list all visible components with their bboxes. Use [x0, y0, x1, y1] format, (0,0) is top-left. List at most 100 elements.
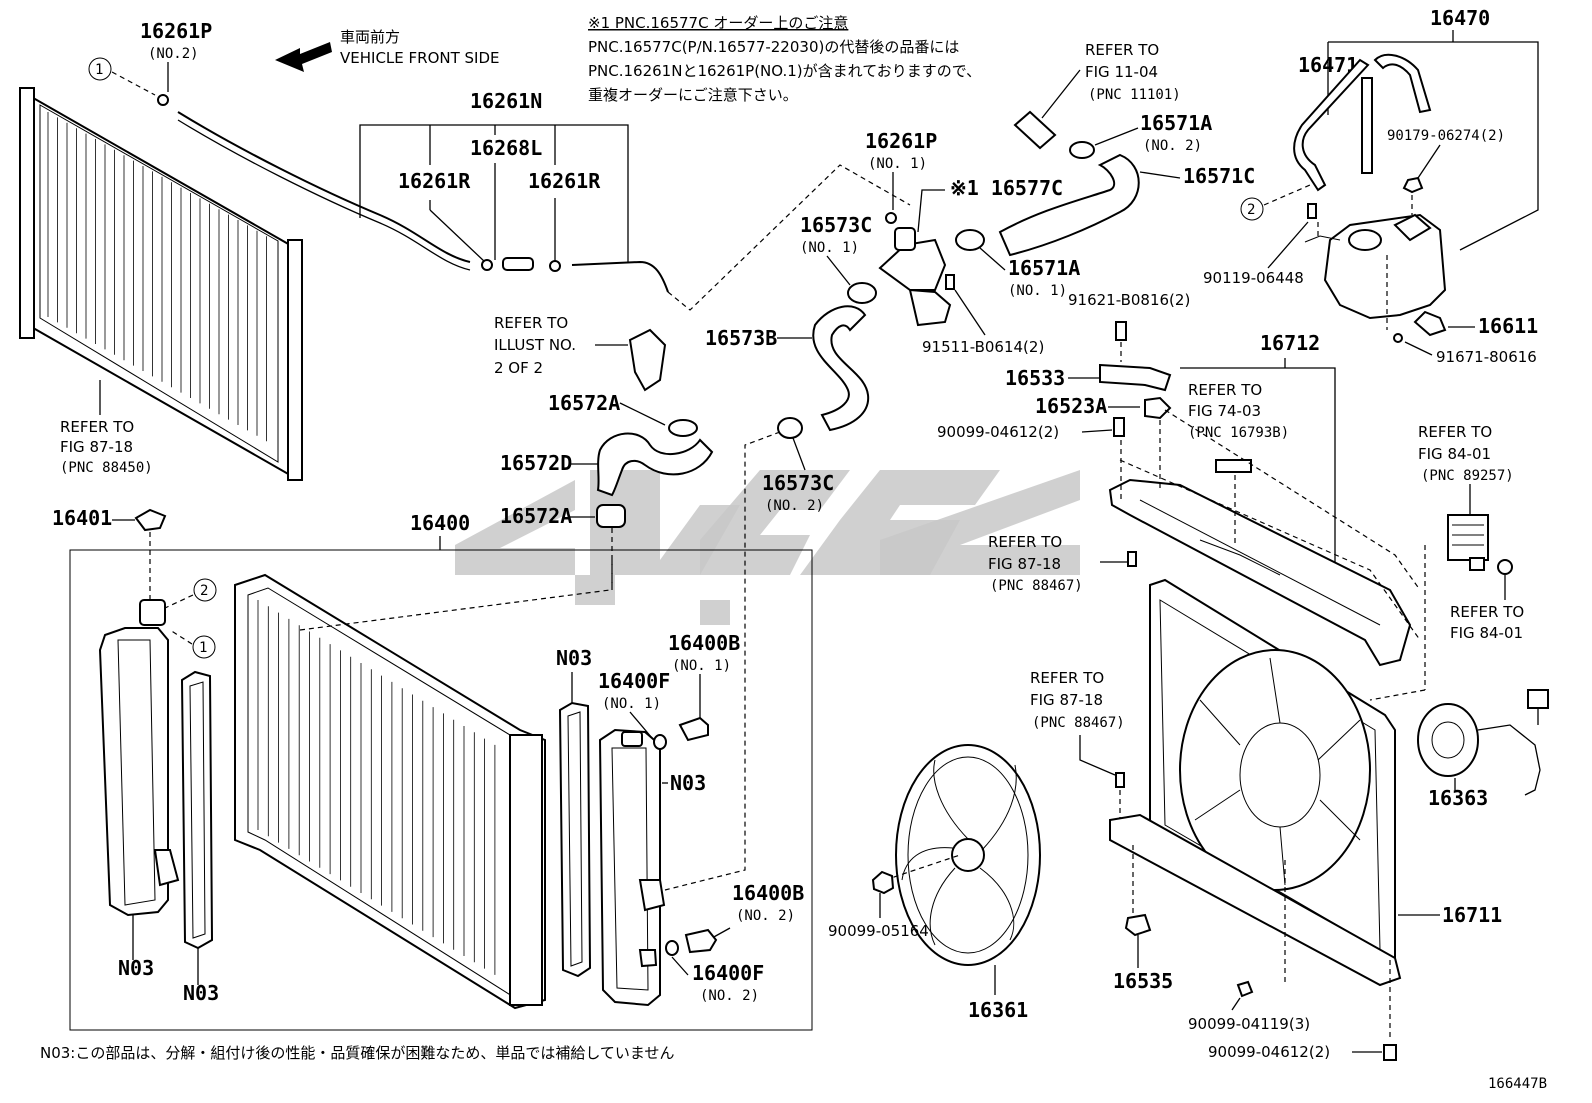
screw-91671[interactable]: [1393, 333, 1403, 343]
engine-outlet-pipe[interactable]: [1013, 110, 1057, 150]
ref-fig-11-04[interactable]: REFER TO FIG 11-04 (PNC 11101): [1085, 41, 1181, 103]
clamp-16573C-no2[interactable]: [777, 417, 803, 439]
label-plate[interactable]: [1215, 459, 1252, 473]
water-inlet-pipe[interactable]: [628, 328, 667, 392]
label-N03-d[interactable]: N03: [670, 771, 706, 795]
fan-relay-module[interactable]: [1447, 514, 1489, 571]
bolt-91621[interactable]: [1115, 321, 1127, 341]
label-90099-04612-bot[interactable]: 90099-04612(2): [1208, 1043, 1330, 1061]
drain-plug-16400B-no2[interactable]: [684, 928, 718, 954]
upper-support-16712[interactable]: [1108, 478, 1412, 667]
label-16611[interactable]: 16611: [1478, 314, 1538, 338]
bolt-90099-04612-top[interactable]: [1113, 417, 1125, 437]
clamp-16571A-no2[interactable]: [1069, 141, 1095, 159]
ref-fig-87-18-low[interactable]: REFER TO FIG 87-18 (PNC 88467): [1030, 669, 1125, 731]
clamp-16572A-b[interactable]: [596, 504, 626, 528]
fan-shroud-16711[interactable]: [1109, 578, 1402, 987]
label-16572D[interactable]: 16572D: [500, 451, 572, 475]
housing-16577C[interactable]: [878, 227, 952, 327]
ref-illust-2-of-2[interactable]: REFER TO ILLUST NO. 2 OF 2: [494, 314, 576, 377]
label-N03-a[interactable]: N03: [118, 956, 154, 980]
label-16572A-b[interactable]: 16572A: [500, 504, 572, 528]
reservoir-pipe[interactable]: [1361, 77, 1373, 174]
clip-88467-mid[interactable]: [1127, 551, 1137, 567]
label-16261P-no1[interactable]: 16261P: [865, 129, 937, 153]
radiator-core-16400[interactable]: [234, 573, 546, 1010]
hose-16471[interactable]: [1293, 58, 1370, 192]
label-90179[interactable]: 90179-06274(2): [1387, 128, 1505, 144]
label-16533[interactable]: 16533: [1005, 366, 1065, 390]
label-16261R-a[interactable]: 16261R: [398, 169, 471, 193]
label-N03-c[interactable]: N03: [556, 646, 592, 670]
label-16523A[interactable]: 16523A: [1035, 394, 1107, 418]
label-16572A-a[interactable]: 16572A: [548, 391, 620, 415]
ref-fig-87-18-condenser[interactable]: REFER TO FIG 87-18 (PNC 88450): [60, 418, 153, 476]
label-16268L[interactable]: 16268L: [470, 136, 542, 160]
hose-16571C[interactable]: [998, 153, 1140, 257]
clamp-16573C-no1[interactable]: [847, 282, 877, 304]
label-16571C[interactable]: 16571C: [1183, 164, 1255, 188]
hose-16572D[interactable]: [596, 432, 714, 497]
left-tank-N03[interactable]: [98, 599, 180, 917]
label-16535[interactable]: 16535: [1113, 969, 1173, 993]
label-91671[interactable]: 91671-80616: [1436, 348, 1537, 366]
label-91621[interactable]: 91621-B0816(2): [1068, 291, 1190, 309]
grommet-16523A[interactable]: [1144, 396, 1172, 420]
clip-88467-low[interactable]: [1115, 772, 1125, 788]
cushion-16535[interactable]: [1124, 913, 1152, 937]
hose-16573B[interactable]: [812, 305, 870, 432]
oring-16400F-no1[interactable]: [653, 734, 667, 750]
label-90099-05164[interactable]: 90099-05164: [828, 922, 929, 940]
reservoir-tank-16470[interactable]: [1304, 213, 1447, 320]
label-90099-04612-top[interactable]: 90099-04612(2): [937, 423, 1059, 441]
label-N03-b[interactable]: N03: [183, 981, 219, 1005]
right-tank-N03[interactable]: [598, 728, 666, 1007]
label-16401[interactable]: 16401: [52, 506, 112, 530]
nut-90099-05164[interactable]: [871, 870, 895, 895]
label-16400B-no2[interactable]: 16400B: [732, 881, 804, 905]
label-16400[interactable]: 16400: [410, 511, 470, 535]
hose-end-16261N[interactable]: [571, 260, 669, 293]
ref-fig-84-01-b[interactable]: REFER TO FIG 84-01: [1450, 603, 1524, 642]
clamp-16571A-no1[interactable]: [955, 229, 985, 251]
fan-motor-16363[interactable]: [1417, 689, 1549, 796]
label-16571A-no1[interactable]: 16571A: [1008, 256, 1080, 280]
label-16712[interactable]: 16712: [1260, 331, 1320, 355]
label-16573C-no1[interactable]: 16573C: [800, 213, 872, 237]
screw-84-01[interactable]: [1497, 559, 1513, 575]
bolt-91511[interactable]: [945, 274, 955, 290]
label-16573C-no2[interactable]: 16573C: [762, 471, 834, 495]
label-16363[interactable]: 16363: [1428, 786, 1488, 810]
label-90119[interactable]: 90119-06448: [1203, 269, 1304, 287]
label-16400F-no2[interactable]: 16400F: [692, 961, 764, 985]
oring-16400F-no2[interactable]: [665, 940, 679, 956]
label-16261R-b[interactable]: 16261R: [528, 169, 601, 193]
clamp-16261P-no1[interactable]: [885, 212, 897, 224]
clamp-16261R-a[interactable]: [481, 259, 493, 271]
label-16577C[interactable]: ※1 16577C: [950, 176, 1063, 200]
bolt-90099-04612-bot[interactable]: [1383, 1044, 1397, 1061]
nut-90179[interactable]: [1402, 176, 1424, 194]
fan-blade-16361[interactable]: [895, 744, 1041, 966]
label-90099-04119[interactable]: 90099-04119(3): [1188, 1015, 1310, 1033]
hose-16471-top[interactable]: [1373, 53, 1432, 114]
radiator-cap-16401[interactable]: [134, 508, 167, 532]
drain-plug-16400B-no1[interactable]: [678, 716, 709, 742]
clamp-16261R-b[interactable]: [549, 260, 561, 272]
screw-90099-04119[interactable]: [1236, 980, 1254, 998]
clamp-16261P-no2[interactable]: [157, 94, 169, 106]
label-16261P-no2[interactable]: 16261P: [140, 19, 212, 43]
label-16470[interactable]: 16470: [1430, 6, 1490, 30]
label-91511[interactable]: 91511-B0614(2): [922, 338, 1044, 356]
right-gasket-N03[interactable]: [558, 701, 592, 978]
left-gasket-N03[interactable]: [180, 670, 214, 950]
ref-fig-84-01-a[interactable]: REFER TO FIG 84-01 (PNC 89257): [1418, 423, 1514, 484]
ref-fig-74-03[interactable]: REFER TO FIG 74-03 (PNC 16793B): [1188, 381, 1289, 441]
label-16400F-no1[interactable]: 16400F: [598, 669, 670, 693]
ref-fig-87-18-mid[interactable]: REFER TO FIG 87-18 (PNC 88467): [988, 533, 1083, 594]
bracket-16533[interactable]: [1099, 363, 1172, 392]
label-16571A-no2[interactable]: 16571A: [1140, 111, 1212, 135]
label-16711[interactable]: 16711: [1442, 903, 1502, 927]
hose-16268L[interactable]: [502, 257, 534, 271]
label-16573B[interactable]: 16573B: [705, 326, 777, 350]
